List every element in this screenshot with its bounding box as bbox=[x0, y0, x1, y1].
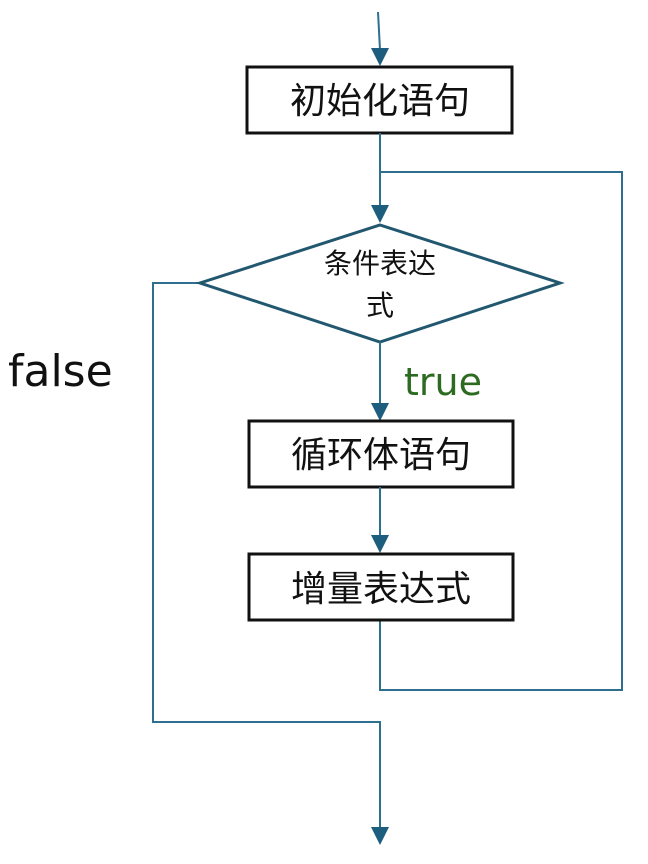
loop-body-box: 循环体语句 bbox=[247, 419, 515, 489]
condition-label-line2: 式 bbox=[366, 289, 394, 322]
increment-label: 增量表达式 bbox=[291, 569, 471, 610]
entry-arrow bbox=[371, 11, 389, 66]
loop-back-path bbox=[379, 171, 623, 691]
init-statement-label: 初始化语句 bbox=[290, 81, 470, 122]
exit-arrowhead bbox=[371, 827, 389, 845]
condition-diamond: 条件表达 式 bbox=[195, 223, 565, 344]
init-statement-box: 初始化语句 bbox=[245, 65, 514, 135]
init-to-condition-arrow bbox=[371, 133, 389, 223]
true-label: true bbox=[404, 360, 482, 404]
increment-box: 增量表达式 bbox=[247, 552, 515, 622]
loop-body-label: 循环体语句 bbox=[291, 435, 471, 476]
false-label: false bbox=[8, 346, 113, 397]
true-branch-arrow bbox=[371, 342, 389, 421]
false-exit-path bbox=[152, 282, 381, 828]
condition-label-line1: 条件表达 bbox=[324, 247, 436, 280]
body-to-increment-arrow bbox=[371, 487, 389, 553]
